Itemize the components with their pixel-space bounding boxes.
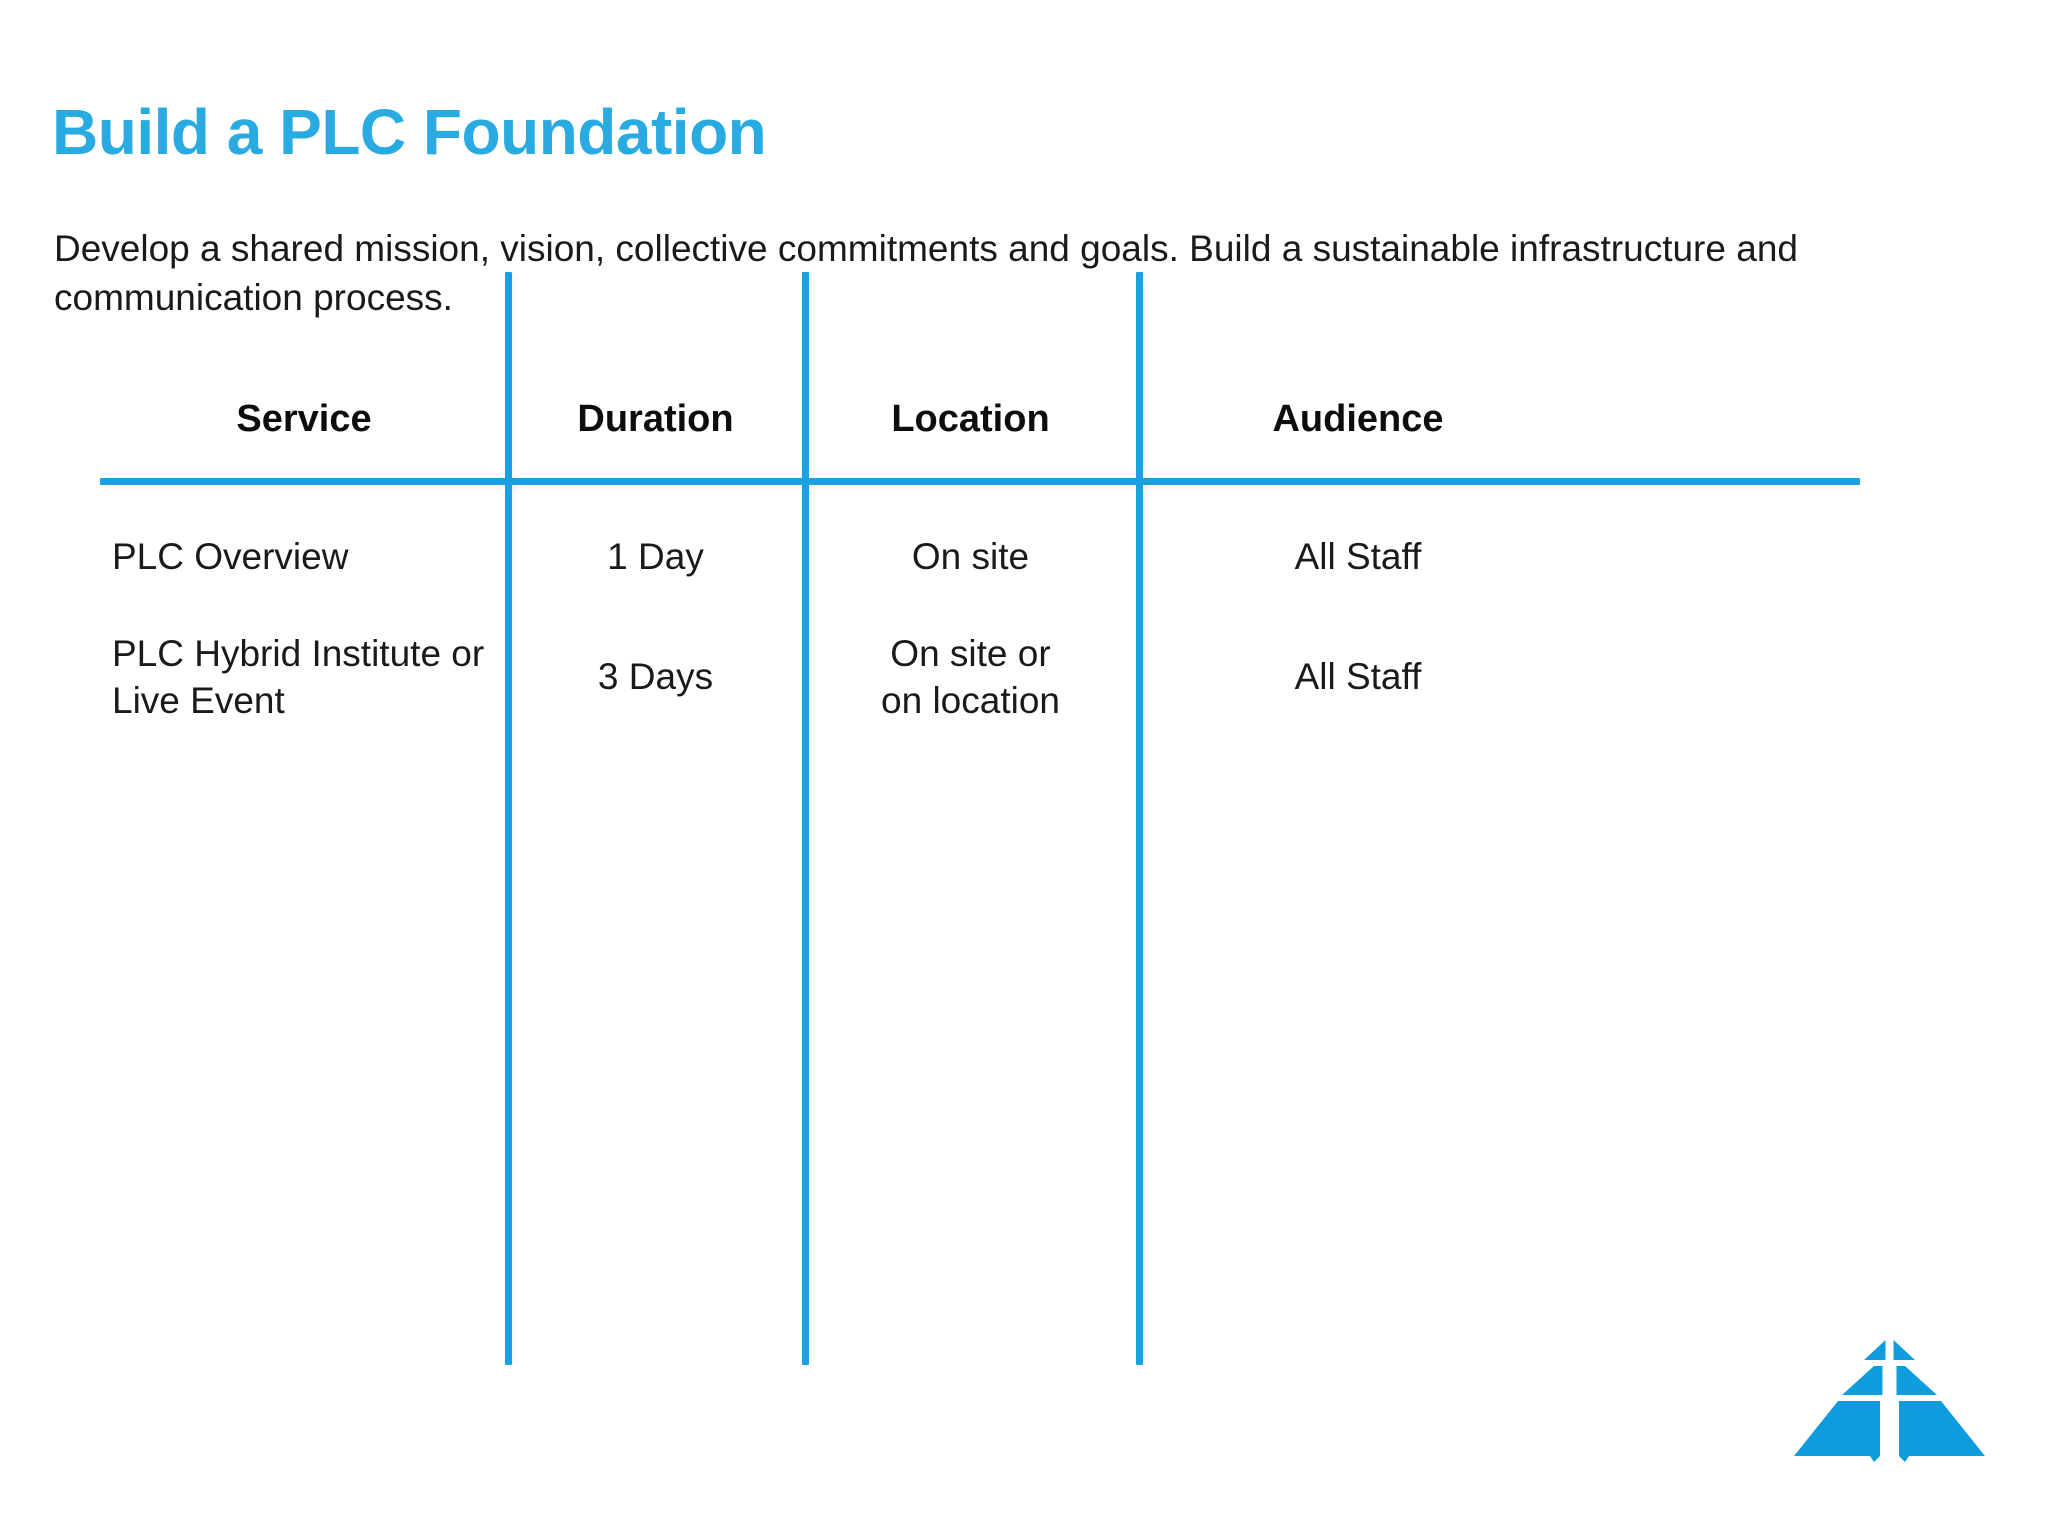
slide-subtitle: Develop a shared mission, vision, collec… bbox=[54, 228, 1798, 318]
cell-location: On site or on location bbox=[803, 615, 1138, 740]
cell-duration: 3 Days bbox=[597, 656, 714, 698]
cell-service-line-1: PLC Hybrid Institute or bbox=[112, 632, 485, 674]
column-header-duration: Duration bbox=[577, 397, 734, 440]
table-header-row: Service Duration Location Audience bbox=[100, 360, 1960, 478]
cell-location-line-1: On site or bbox=[890, 632, 1051, 674]
table-row: PLC Hybrid Institute or Live Event 3 Day… bbox=[100, 615, 1960, 740]
cell-audience: All Staff bbox=[1294, 536, 1422, 578]
column-header-service: Service bbox=[236, 397, 372, 440]
column-divider-3 bbox=[1136, 272, 1143, 1365]
cell-service: PLC Hybrid Institute or Live Event bbox=[100, 615, 508, 740]
cell-service-text: PLC Hybrid Institute or Live Event bbox=[112, 631, 484, 724]
pyramid-book-logo-icon bbox=[1794, 1340, 1985, 1462]
cell-duration: 1 Day bbox=[607, 536, 704, 578]
pyramid-book-logo bbox=[1782, 1338, 1997, 1476]
cell-location-line-2: on location bbox=[881, 679, 1060, 721]
table-body: PLC Overview 1 Day On site All Staff PLC… bbox=[100, 500, 1960, 740]
column-header-location: Location bbox=[891, 397, 1050, 440]
cell-service: PLC Overview bbox=[112, 536, 349, 578]
cell-service-line-2: Live Event bbox=[112, 679, 285, 721]
column-divider-2 bbox=[802, 272, 809, 1365]
cell-location-text: On site or on location bbox=[881, 631, 1060, 724]
cell-audience: All Staff bbox=[1294, 656, 1422, 698]
cell-location: On site bbox=[803, 500, 1138, 615]
cell-location-text: On site bbox=[911, 536, 1030, 578]
column-divider-1 bbox=[505, 272, 512, 1365]
header-divider-line bbox=[100, 478, 1860, 485]
services-table: Service Duration Location Audience PLC O… bbox=[100, 272, 1960, 1370]
page-title: Build a PLC Foundation bbox=[52, 95, 767, 168]
table-row: PLC Overview 1 Day On site All Staff bbox=[100, 500, 1960, 615]
column-header-audience: Audience bbox=[1272, 397, 1444, 440]
